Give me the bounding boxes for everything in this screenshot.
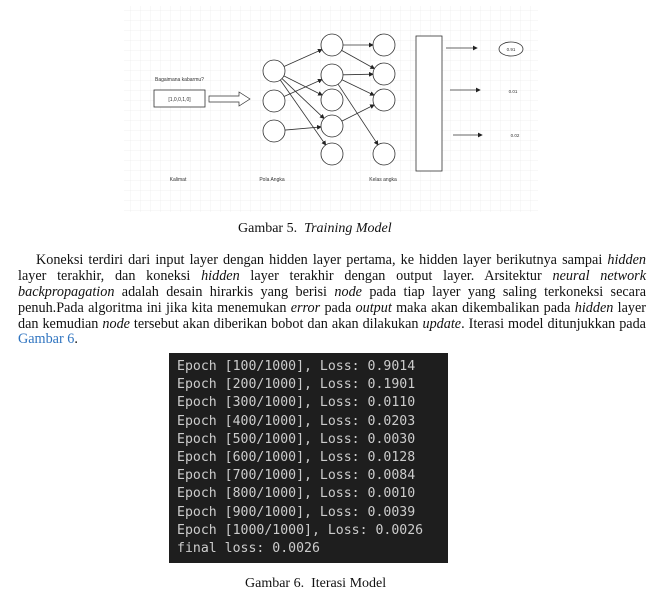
text-segment: hidden [201, 267, 240, 284]
connection-arrow [341, 79, 375, 96]
layer-0-node [262, 89, 286, 113]
connection-arrow [337, 83, 379, 146]
layer-0-node [262, 59, 286, 83]
text-segment: tersebut akan diberikan bobot dan akan d… [129, 315, 423, 332]
terminal-line: Epoch [900/1000], Loss: 0.0039 [177, 504, 416, 520]
output-value: 0.91 [507, 47, 516, 52]
input-vector: [1,0,0,1,0] [168, 97, 191, 103]
connection-arrow [341, 104, 375, 122]
figure-5-caption: Gambar 5. Training Model [238, 221, 392, 237]
terminal-line: Epoch [600/1000], Loss: 0.0128 [177, 450, 416, 466]
text-segment: node [102, 315, 130, 332]
layer-1-node [320, 142, 344, 166]
terminal-line: Epoch [1000/1000], Loss: 0.0026 [177, 522, 424, 538]
output-value: 0.02 [511, 133, 520, 138]
text-segment: hidden [574, 299, 614, 316]
connection-arrow [279, 79, 327, 146]
caption-number: Gambar 5. [238, 221, 298, 236]
text-segment: . Iterasi model ditunjukkan pada [461, 315, 646, 332]
text-segment: node [334, 283, 362, 300]
terminal-line: final loss: 0.0026 [177, 541, 320, 557]
text-segment: . [74, 331, 78, 348]
connection-arrow [284, 124, 322, 131]
input-vector-box [153, 89, 206, 108]
hollow-arrow-icon [208, 91, 251, 107]
connection-arrow [283, 75, 323, 96]
layer-0-node [262, 119, 286, 143]
layer-2-node [372, 62, 396, 86]
text-segment: Koneksi terdiri dari input layer dengan … [36, 252, 608, 268]
text-segment: output [355, 299, 392, 316]
label-kalimat: Kalimat [170, 177, 187, 183]
connection-arrow [341, 50, 376, 70]
text-segment: pada [320, 299, 356, 316]
text-segment: layer terakhir, dan koneksi [18, 267, 202, 284]
text-segment: dan kemudian [18, 315, 103, 332]
text-segment: update [422, 315, 462, 332]
terminal-line: Epoch [300/1000], Loss: 0.0110 [177, 395, 416, 411]
paragraph-line: dan kemudian node tersebut akan diberika… [18, 315, 646, 333]
layer-1-node [320, 33, 344, 57]
terminal-line: Epoch [100/1000], Loss: 0.9014 [177, 359, 416, 374]
connection-arrow [342, 71, 374, 77]
highlighted-output-ellipse [498, 41, 524, 57]
terminal-line: Epoch [700/1000], Loss: 0.0084 [177, 468, 416, 484]
layer-1-node [320, 88, 344, 112]
paragraph-line: Gambar 6. [18, 332, 646, 348]
output-layer-box [415, 35, 443, 172]
figure-6-caption: Gambar 6. Iterasi Model [245, 576, 387, 591]
terminal-line: Epoch [200/1000], Loss: 0.1901 [177, 377, 416, 393]
paragraph-line: backpropagation adalah desain hirarkis y… [18, 283, 646, 301]
paragraph-line: layer terakhir, dan koneksi hidden layer… [18, 267, 647, 285]
connections [279, 42, 379, 146]
output-value: 0.01 [509, 89, 518, 94]
terminal-line: Epoch [500/1000], Loss: 0.0030 [177, 431, 416, 447]
text-segment: maka akan dikembalikan pada [391, 299, 575, 316]
connection-arrow [283, 48, 323, 67]
text-segment: backpropagation [18, 283, 115, 300]
connection-arrow [281, 78, 325, 119]
layer-2-node [372, 142, 396, 166]
text-segment: adalah desain hirarkis yang berisi [114, 283, 335, 300]
label-kelas-angka: Kelas angka [369, 177, 397, 183]
caption-title: Training Model [304, 221, 392, 236]
layer-2-node [372, 33, 396, 57]
layer-1-node [320, 63, 344, 87]
paragraph-line: penuh.Pada algoritma ini jika kita menem… [18, 299, 646, 317]
text-segment: penuh.Pada algoritma ini jika kita menem… [18, 299, 291, 316]
layer-1-node [320, 114, 344, 138]
text-segment: hidden [607, 252, 646, 268]
text-segment: neural network [552, 267, 647, 284]
nodes [262, 33, 396, 166]
text-segment: pada tiap layer yang saling terkoneksi s… [361, 283, 646, 300]
terminal-line: Epoch [400/1000], Loss: 0.0203 [177, 413, 416, 429]
neural-network-diagram: Bagaimana kabarmu? [1,0,0,1,0] 0.91 0.01… [124, 6, 538, 212]
terminal-line: Epoch [800/1000], Loss: 0.0010 [177, 486, 416, 502]
figure-6-link[interactable]: Gambar 6 [18, 331, 75, 348]
connection-arrow [283, 78, 323, 97]
layer-2-node [372, 88, 396, 112]
text-segment: error [290, 299, 321, 316]
label-pola-angka: Pola Angka [259, 177, 285, 183]
text-segment: layer [613, 299, 646, 316]
input-sentence-label: Bagaimana kabarmu? [155, 77, 204, 83]
text-segment: layer terakhir dengan output layer. Arsi… [239, 267, 553, 284]
paragraph-line: Koneksi terdiri dari input layer dengan … [18, 252, 646, 269]
body-paragraph: Koneksi terdiri dari input layer dengan … [18, 252, 647, 348]
